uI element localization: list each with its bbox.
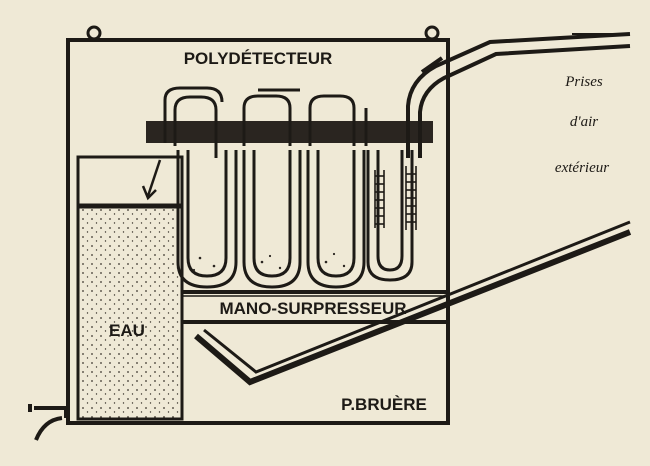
side-note: Prises d'air extérieur: [555, 74, 609, 176]
author-label: P.BRUÈRE: [341, 395, 427, 414]
mano-label: MANO-SURPRESSEUR: [219, 299, 406, 318]
u-tube-4-graduated: [364, 108, 414, 282]
u-tube-2: [242, 88, 302, 289]
outlet-pipe: [28, 404, 68, 441]
u-tube-3: [306, 94, 366, 289]
graduated-scale-left: [374, 170, 385, 228]
title-label: POLYDÉTECTEUR: [184, 49, 333, 68]
water-label: EAU: [109, 321, 145, 340]
liquid-dots: [192, 252, 346, 272]
u-tube-1: [163, 86, 238, 289]
side-note-line-3: extérieur: [555, 160, 609, 176]
air-intake-tube-lower: [194, 220, 632, 386]
side-note-line-1: Prises: [564, 74, 603, 90]
air-intake-tube-upper: [406, 32, 631, 158]
side-note-line-2: d'air: [570, 114, 598, 130]
water-tank: [76, 155, 184, 421]
housing: [66, 25, 450, 425]
graduated-scale-right: [405, 166, 417, 230]
